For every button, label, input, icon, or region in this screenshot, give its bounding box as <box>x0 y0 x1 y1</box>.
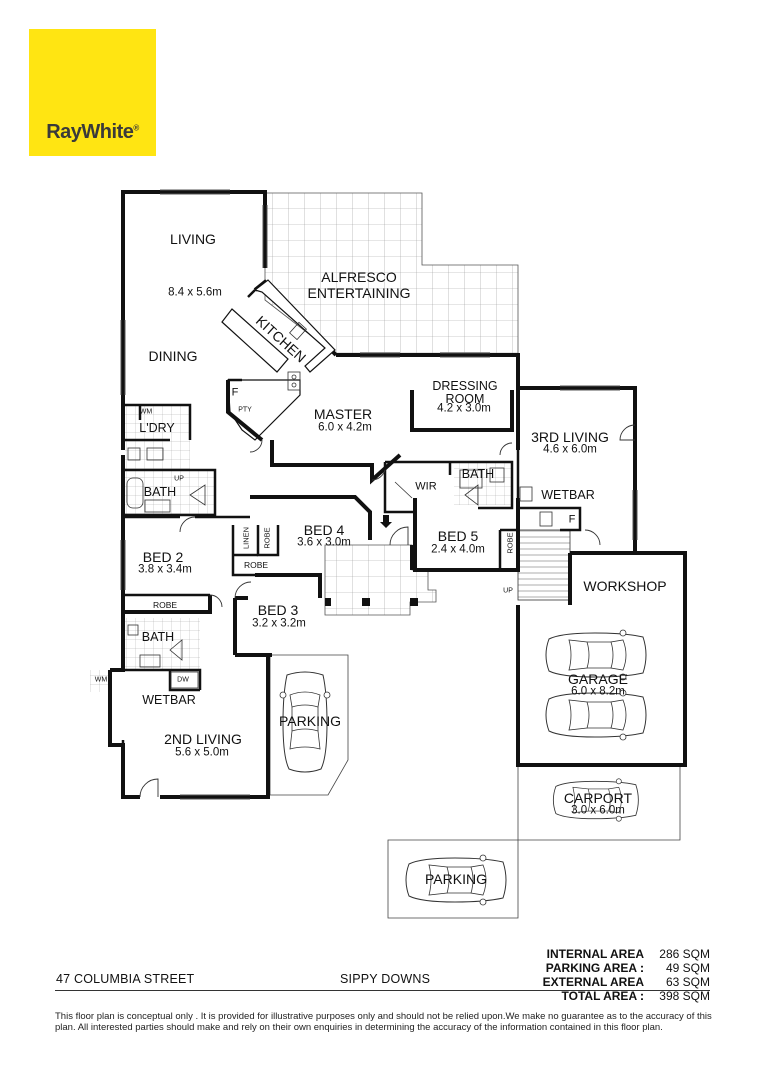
area-row-external: EXTERNAL AREA :63 SQM <box>542 975 710 1003</box>
room-bed3-size: 3.2 x 3.2m <box>252 617 306 630</box>
room-living-name: LIVING <box>170 231 216 247</box>
room-master-name: MASTER <box>313 406 373 422</box>
fridge-label-wetbar: F <box>568 513 576 526</box>
post <box>325 598 331 606</box>
entry-up-arrow <box>380 515 392 528</box>
laundry-tiles <box>125 405 190 469</box>
robe-label-bed3: ROBE <box>243 559 269 570</box>
bath-label: BATH <box>143 484 177 499</box>
robe-label-bed2: ROBE <box>152 599 178 610</box>
bath2-label: BATH <box>141 629 175 644</box>
windows <box>120 189 638 800</box>
shower-markers <box>169 481 479 661</box>
post <box>362 598 370 606</box>
appliances <box>126 321 553 689</box>
interior-walls <box>121 289 582 745</box>
bath2-tiles <box>125 618 200 670</box>
parking-label-front: PARKING <box>425 871 487 887</box>
up-label: UP <box>174 475 184 483</box>
fridge-label: F <box>231 386 239 399</box>
disclaimer-text: This floor plan is conceptual only . It … <box>55 1011 712 1033</box>
room-carport-name: CARPORT <box>563 790 633 806</box>
wm-label-2: WM <box>94 676 108 684</box>
room-alfresco-name: ALFRESCO ENTERTAINING <box>307 269 411 301</box>
room-master-size: 6.0 x 4.2m <box>318 421 372 434</box>
area-row-total: TOTAL AREA :398 SQM <box>561 989 710 1003</box>
wetbar-label-lower: WETBAR <box>142 692 196 707</box>
room-3rd-living-size: 4.6 x 6.0m <box>543 443 597 456</box>
wm2-tiles <box>90 670 112 692</box>
robe-label-bed5: ROBE <box>505 532 515 554</box>
room-garage-name: GARAGE <box>568 671 628 687</box>
room-bed4-size: 3.6 x 3.0m <box>297 536 351 549</box>
room-bed5-name: BED 5 <box>437 528 479 544</box>
address-street: 47 COLUMBIA STREET <box>56 972 195 986</box>
room-garage-size: 6.0 x 8.2m <box>571 685 625 698</box>
dw-label: DW <box>177 676 189 684</box>
room-bed5-size: 2.4 x 4.0m <box>431 543 485 556</box>
ray-white-logo: RayWhite® <box>29 29 156 156</box>
wir-label: WIR <box>415 480 437 493</box>
parking-label-left: PARKING <box>279 713 341 729</box>
room-dressing-name: DRESSING ROOM <box>432 379 498 406</box>
room-bed4-name: BED 4 <box>303 522 345 538</box>
room-living-size: 8.4 x 5.6m <box>168 286 222 299</box>
address-suburb: SIPPY DOWNS <box>340 972 431 986</box>
logo-wordmark: RayWhite® <box>46 121 139 143</box>
deck-steps <box>517 529 571 601</box>
robe-label-bed4: ROBE <box>262 527 272 549</box>
post <box>410 598 418 606</box>
wm-label: WM <box>139 408 153 416</box>
workshop-label: WORKSHOP <box>583 578 667 594</box>
alfresco-area <box>264 192 519 356</box>
room-dining-name: DINING <box>148 348 198 364</box>
parking-pad-front <box>387 839 519 919</box>
up-label-2: UP <box>503 587 513 595</box>
laundry-label: L'DRY <box>139 420 175 435</box>
bath3-label: BATH <box>461 466 495 481</box>
door-swings <box>139 424 636 798</box>
room-2nd-living-name: 2ND LIVING <box>164 731 242 747</box>
area-row-parking: PARKING AREA :49 SQM <box>545 961 710 975</box>
room-dressing-size: 4.2 x 3.0m <box>437 402 491 415</box>
wetbar-label-upper: WETBAR <box>541 487 595 502</box>
room-3rd-living-name: 3RD LIVING <box>531 429 609 445</box>
room-bed3-name: BED 3 <box>257 602 299 618</box>
room-bed2-name: BED 2 <box>142 549 184 565</box>
exterior-walls <box>108 190 687 799</box>
footer-divider <box>55 990 710 991</box>
linen-label: LINEN <box>241 526 251 550</box>
room-2nd-living-size: 5.6 x 5.0m <box>175 746 229 759</box>
area-summary: INTERNAL AREA :286 SQM PARKING AREA :49 … <box>540 947 710 1003</box>
room-bed2-size: 3.8 x 3.4m <box>138 563 192 576</box>
entry-patio <box>324 544 437 616</box>
pantry-label: PTY <box>238 406 252 414</box>
room-carport-size: 3.0 x 6.0m <box>571 804 625 817</box>
area-row-internal: INTERNAL AREA :286 SQM <box>546 947 710 975</box>
